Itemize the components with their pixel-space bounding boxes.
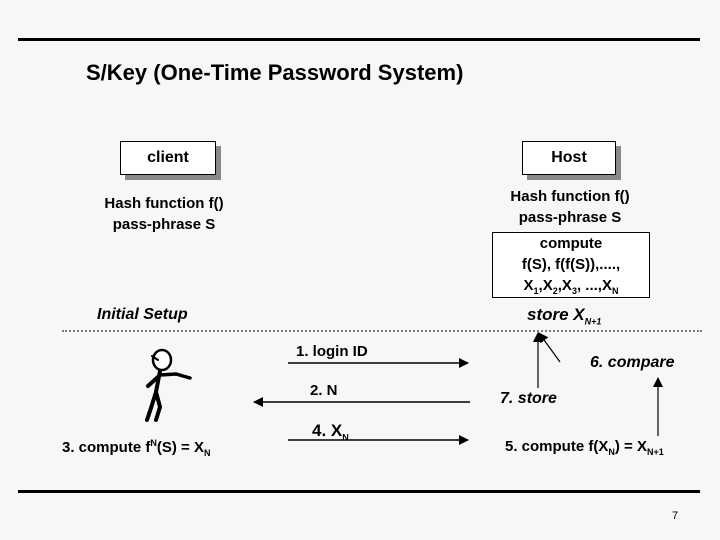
host-passphrase-line: pass-phrase S — [518, 209, 622, 226]
store-xn1-label: store XN+1 — [527, 305, 602, 327]
client-compute-label: 3. compute fN(S) = XN — [62, 438, 211, 458]
setup-divider — [62, 330, 702, 332]
bottom-rule — [18, 490, 700, 493]
host-compute-line2: f(S), f(f(S)),...., — [521, 256, 621, 273]
client-box-label: client — [147, 149, 189, 166]
host-hash-line: Hash function f() — [510, 188, 630, 205]
host-compute-line1: compute — [539, 235, 603, 252]
host-compute-line3: X1,X2,X3, ...,XN — [523, 277, 619, 296]
stick-figure-icon — [145, 348, 192, 422]
slide-title: S/Key (One-Time Password System) — [86, 60, 464, 85]
store-label: 7. store — [500, 390, 557, 407]
client-hash-line: Hash function f() — [104, 195, 224, 212]
host-hash-text: Hash function f() pass-phrase S — [490, 186, 650, 228]
client-box: client — [120, 141, 216, 175]
client-passphrase-line: pass-phrase S — [112, 216, 216, 233]
host-compute-box: compute f(S), f(f(S)),...., X1,X2,X3, ..… — [492, 232, 650, 298]
compare-label: 6. compare — [590, 354, 675, 371]
message-login-id: 1. login ID — [296, 343, 368, 360]
message-xn: 4. XN — [312, 421, 349, 443]
host-box-label: Host — [551, 149, 587, 166]
client-hash-text: Hash function f() pass-phrase S — [82, 193, 246, 235]
message-n: 2. N — [310, 382, 338, 399]
page-number: 7 — [672, 510, 678, 522]
host-compute-step-label: 5. compute f(XN) = XN+1 — [505, 438, 664, 457]
arrow-login-to-store — [538, 332, 561, 363]
host-box: Host — [522, 141, 616, 175]
top-rule — [18, 38, 700, 41]
initial-setup-label: Initial Setup — [97, 306, 188, 323]
